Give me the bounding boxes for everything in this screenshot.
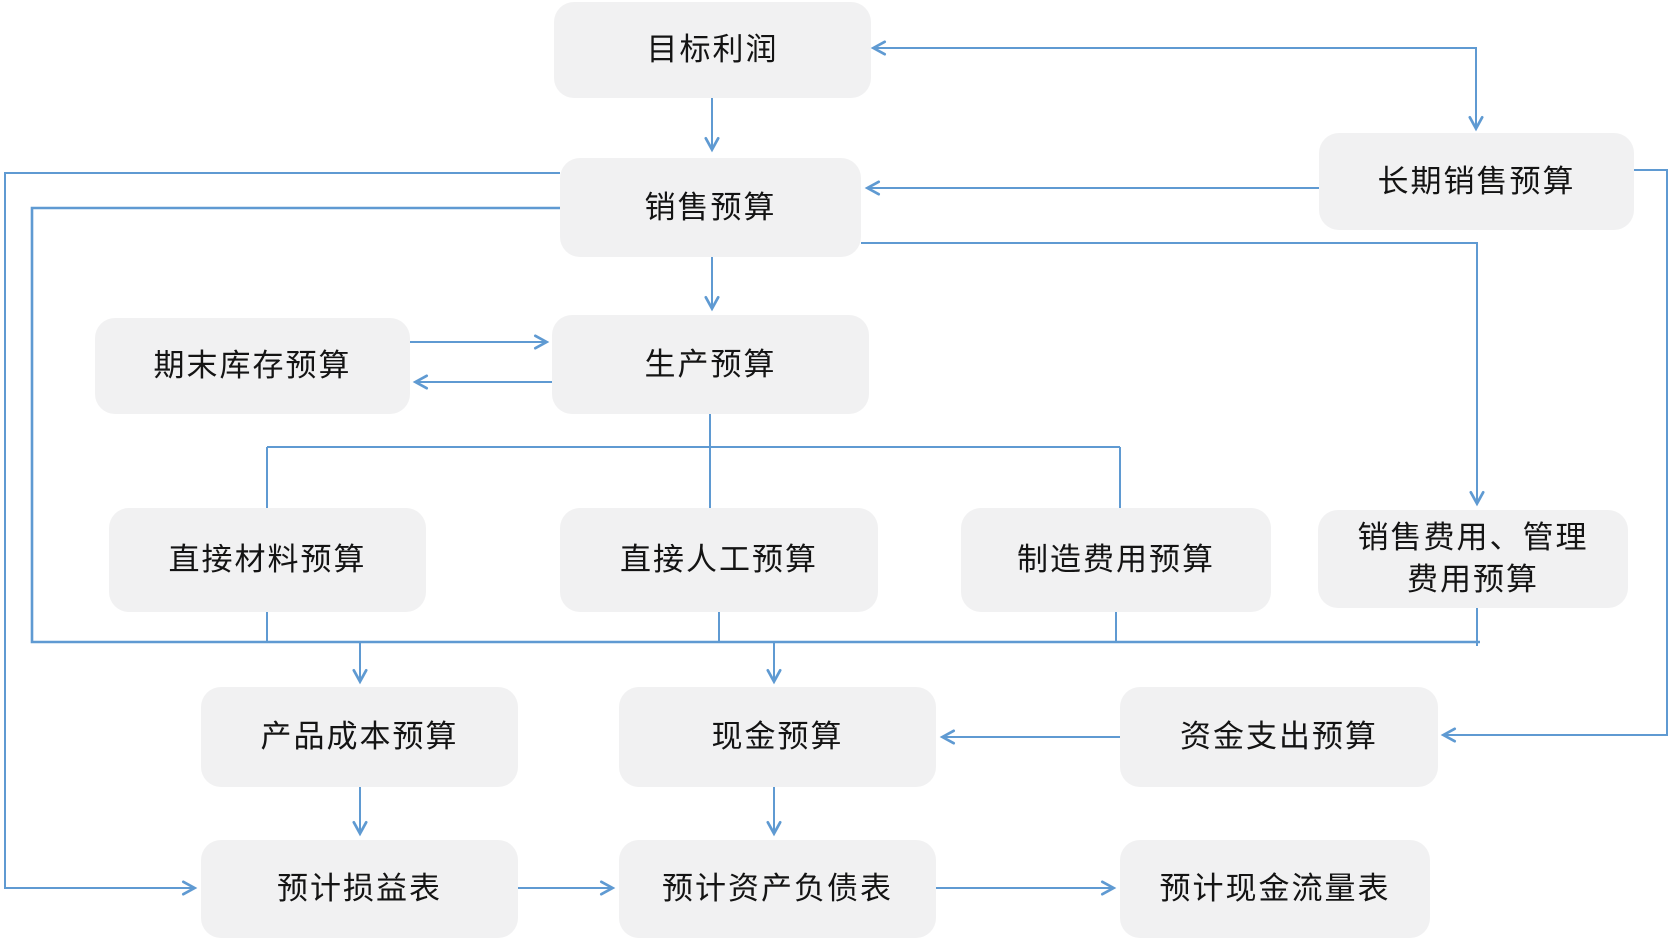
node-ending-inventory-budget: 期末库存预算	[95, 318, 410, 414]
node-direct-material-budget: 直接材料预算	[109, 508, 426, 612]
node-cash-budget: 现金预算	[619, 687, 936, 787]
edge-sales-to-collector	[30, 206, 1480, 644]
node-budgeted-cash-flow-statement: 预计现金流量表	[1120, 840, 1430, 938]
edge-sales-to-income-statement	[4, 172, 560, 896]
edge-longterm-target-double	[870, 40, 1484, 132]
node-target-profit: 目标利润	[554, 2, 871, 98]
node-sales-budget: 销售预算	[560, 158, 861, 257]
node-budgeted-balance-sheet: 预计资产负债表	[619, 840, 936, 938]
node-selling-admin-budget: 销售费用、管理 费用预算	[1318, 510, 1628, 608]
node-budgeted-income-statement: 预计损益表	[201, 840, 518, 938]
node-capital-expenditure-budget: 资金支出预算	[1120, 687, 1438, 787]
edge-longterm-to-capital-exp	[1440, 169, 1668, 743]
node-production-budget: 生产预算	[552, 315, 869, 414]
node-product-cost-budget: 产品成本预算	[201, 687, 518, 787]
edge-sales-to-selling-admin	[861, 242, 1485, 507]
node-longterm-sales-budget: 长期销售预算	[1319, 133, 1634, 230]
node-direct-labor-budget: 直接人工预算	[560, 508, 878, 612]
node-mfg-overhead-budget: 制造费用预算	[961, 508, 1271, 612]
